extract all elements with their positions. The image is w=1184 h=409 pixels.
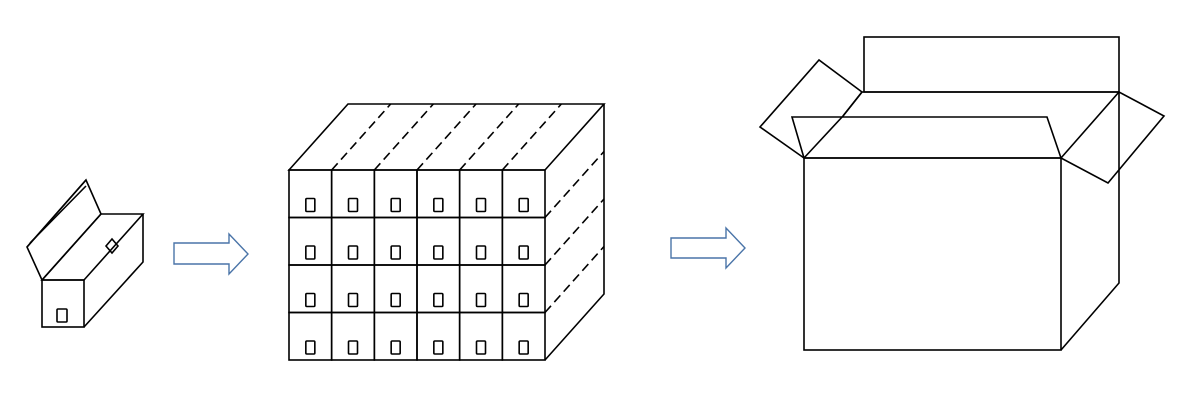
box-handle-icon xyxy=(433,197,444,213)
side-divider xyxy=(544,198,605,266)
top-divider xyxy=(459,103,520,171)
arrow-right-icon xyxy=(670,226,746,270)
box-handle-icon xyxy=(390,292,401,308)
product-box xyxy=(501,311,546,361)
box-handle-icon xyxy=(305,340,316,355)
product-box xyxy=(373,169,418,219)
product-box xyxy=(501,169,546,219)
arrow-right-icon xyxy=(173,232,249,276)
side-divider xyxy=(544,245,605,314)
product-box xyxy=(330,264,376,314)
box-handle-icon xyxy=(518,197,529,213)
box-handle-icon xyxy=(475,245,487,260)
box-handle-icon xyxy=(390,197,401,213)
box-handle-icon xyxy=(518,292,529,308)
top-divider xyxy=(501,103,562,171)
product-box xyxy=(501,216,546,266)
box-handle-icon xyxy=(475,197,487,213)
box-handle-icon xyxy=(433,292,444,308)
top-divider xyxy=(331,103,392,171)
top-divider xyxy=(416,103,477,171)
box-handle-icon xyxy=(475,340,487,355)
box-handle-icon xyxy=(518,245,529,260)
product-box xyxy=(501,264,546,314)
product-box xyxy=(288,264,333,314)
product-box xyxy=(373,264,418,314)
product-box xyxy=(416,311,461,361)
top-divider xyxy=(373,103,434,171)
product-box xyxy=(458,264,504,314)
product-box xyxy=(373,311,418,361)
box-handle-icon xyxy=(390,340,401,355)
box-handle-icon xyxy=(347,340,359,355)
product-box xyxy=(416,216,461,266)
box-handle-icon xyxy=(390,245,401,260)
box-handle-icon xyxy=(518,340,529,355)
side-divider xyxy=(544,150,605,219)
grouped-product-block xyxy=(287,103,606,361)
shipping-carton xyxy=(758,36,1166,351)
product-box xyxy=(288,311,333,361)
block-side xyxy=(544,104,605,361)
product-box xyxy=(330,169,376,219)
single-product-box xyxy=(26,178,145,328)
box-handle-icon xyxy=(347,292,359,308)
box-handle-icon xyxy=(475,292,487,308)
product-box xyxy=(416,264,461,314)
box-handle-icon xyxy=(305,197,316,213)
product-box xyxy=(330,311,376,361)
product-box xyxy=(458,311,504,361)
product-box xyxy=(458,216,504,266)
product-box xyxy=(330,216,376,266)
product-box xyxy=(458,169,504,219)
box-handle-icon xyxy=(305,245,316,260)
product-box xyxy=(288,169,333,219)
box-handle-icon xyxy=(433,245,444,260)
box-handle-icon xyxy=(305,292,316,308)
box-handle-icon xyxy=(347,245,359,260)
product-box xyxy=(373,216,418,266)
product-box xyxy=(288,216,333,266)
box-handle-icon xyxy=(347,197,359,213)
product-box xyxy=(416,169,461,219)
box-handle-icon xyxy=(433,340,444,355)
